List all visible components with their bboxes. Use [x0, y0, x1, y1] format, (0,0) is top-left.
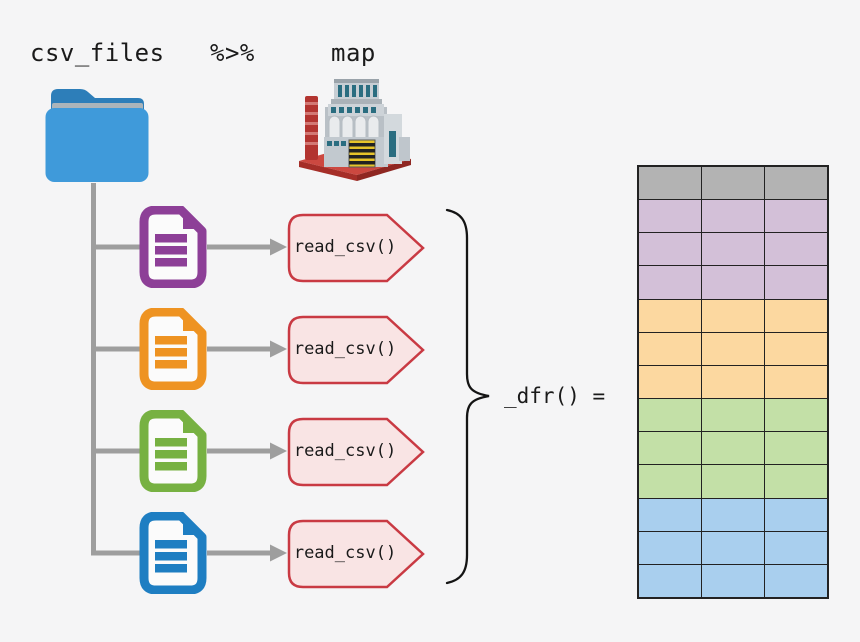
table-cell [639, 465, 702, 498]
factory-icon [296, 74, 414, 182]
table-cell [639, 299, 702, 332]
table-row [639, 531, 827, 565]
table-cell [702, 498, 765, 531]
table-cell [702, 299, 765, 332]
table-cell [639, 498, 702, 531]
table-cell [765, 200, 827, 232]
csv-file-icon [139, 205, 207, 289]
label-dfr-function: _dfr() = [504, 384, 606, 408]
read-csv-label: read_csv() [293, 339, 397, 359]
table-cell [639, 233, 702, 266]
table-cell [702, 266, 765, 299]
table-cell [639, 365, 702, 399]
label-csv-files: csv_files [30, 39, 165, 67]
table-row [639, 365, 827, 400]
table-cell [765, 233, 827, 265]
table-cell [765, 266, 827, 298]
table-row [639, 498, 827, 532]
table-cell [702, 365, 765, 399]
table-cell [639, 531, 702, 564]
table-cell [702, 167, 765, 200]
table-cell [639, 266, 702, 299]
table-cell [765, 432, 827, 464]
csv-file-icon [139, 307, 207, 391]
table-row [639, 233, 827, 267]
table-cell [639, 332, 702, 365]
table-cell [702, 233, 765, 266]
table-row [639, 266, 827, 300]
flow-arrowhead-icon [270, 340, 287, 358]
read-csv-shape: read_csv() [287, 315, 425, 385]
read-csv-shape: read_csv() [287, 417, 425, 487]
table-cell [639, 200, 702, 233]
csv-file-icon [139, 511, 207, 595]
curly-brace [445, 208, 490, 585]
table-cell [702, 399, 765, 432]
flow-arrowhead-icon [270, 544, 287, 562]
table-row [639, 432, 827, 466]
result-table [637, 165, 829, 599]
read-csv-shape: read_csv() [287, 519, 425, 589]
table-cell [765, 499, 827, 531]
read-csv-label: read_csv() [293, 441, 397, 461]
table-cell [765, 167, 827, 199]
table-cell [765, 465, 827, 497]
table-cell [765, 399, 827, 431]
table-cell [765, 333, 827, 365]
table-cell [702, 432, 765, 465]
table-cell [765, 366, 827, 398]
table-cell [639, 432, 702, 465]
csv-file-icon [139, 409, 207, 493]
table-cell [639, 167, 702, 200]
table-cell [702, 465, 765, 498]
flow-arrowhead-icon [270, 442, 287, 460]
table-row [639, 399, 827, 433]
label-pipe-operator: %>% [210, 39, 255, 67]
folder-icon [45, 86, 149, 183]
read-csv-shape: read_csv() [287, 213, 425, 283]
table-cell [702, 531, 765, 564]
label-map-function: map [331, 39, 376, 67]
read-csv-label: read_csv() [293, 543, 397, 563]
table-cell [702, 332, 765, 365]
table-cell [765, 300, 827, 332]
table-row [639, 167, 827, 201]
table-cell [765, 565, 827, 597]
table-row [639, 200, 827, 234]
table-cell [639, 564, 702, 598]
table-row [639, 332, 827, 366]
table-row [639, 564, 827, 598]
table-cell [702, 200, 765, 233]
table-cell [765, 532, 827, 564]
read-csv-label: read_csv() [293, 237, 397, 257]
table-cell [639, 399, 702, 432]
table-cell [702, 564, 765, 598]
table-row [639, 465, 827, 499]
flow-arrowhead-icon [270, 238, 287, 256]
table-row [639, 299, 827, 333]
